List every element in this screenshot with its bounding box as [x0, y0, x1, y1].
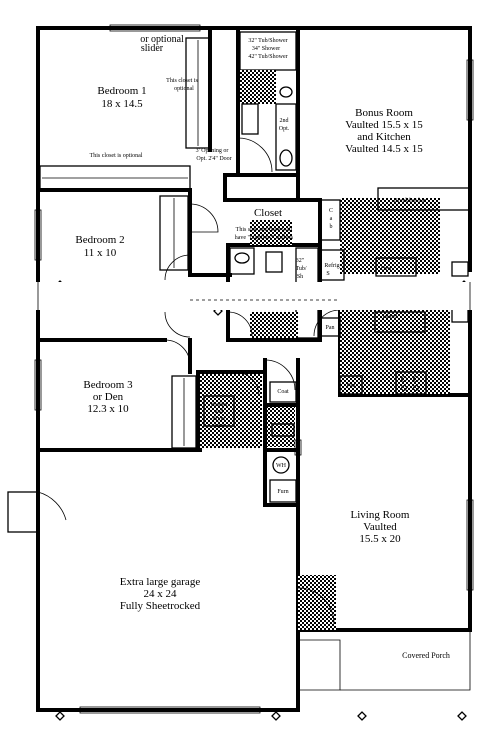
note-washer-3: dryer	[213, 416, 226, 422]
lower-bathroom	[229, 220, 319, 339]
door-swing-icon	[7, 137, 341, 625]
bonus-line-3: and Kitchen	[357, 131, 411, 143]
closet-name: Closet	[254, 207, 282, 219]
note-oven: Ovn	[381, 266, 391, 272]
note-coat: Coat	[277, 389, 289, 395]
porch-lines	[298, 630, 471, 691]
bedroom2-size: 11 x 10	[84, 247, 117, 259]
toilet-icon	[265, 251, 283, 273]
porch-name: Covered Porch	[402, 651, 450, 660]
note-island: Island	[383, 314, 398, 320]
note-wh: WH	[276, 463, 287, 469]
note-optional-slider-2: slider	[141, 43, 164, 54]
bonus-line-4: Vaulted 14.5 x 15	[345, 143, 423, 155]
note-refrig-1: Refrig	[324, 262, 339, 269]
note-tub-1: 32" Tub/Shower	[248, 38, 287, 44]
bedroom3-name: Bedroom 3	[83, 379, 133, 391]
note-pan-1: Pan	[326, 325, 335, 331]
bedroom3-size: 12.3 x 10	[87, 403, 129, 415]
entry-tile	[298, 575, 336, 630]
utility-room	[269, 456, 297, 503]
note-furn: Furn	[277, 489, 288, 495]
upper-bathroom	[239, 31, 297, 171]
note-refrig-2: S	[326, 271, 329, 277]
note-highflow-2: have "highflow" shelves	[235, 234, 294, 241]
windows	[34, 24, 474, 714]
note-tub32-2: Tub/	[295, 266, 306, 272]
note-washer-4: area	[214, 423, 224, 429]
note-closet-optional-b: optional	[174, 86, 194, 92]
bedroom2-closet	[159, 195, 189, 271]
bedroom2-name: Bedroom 2	[75, 234, 124, 246]
bonus-line-1: Bonus Room	[355, 107, 413, 119]
note-cab-1: C	[329, 208, 333, 214]
note-second-opt-1: 2nd	[280, 118, 289, 124]
page-break-band	[0, 282, 490, 310]
note-second-opt-2: Opt.	[279, 126, 290, 132]
note-optional-slider-1: or optional	[140, 34, 184, 45]
note-opening-2: Opt. 2'4" Door	[196, 156, 231, 162]
laundry-area	[200, 374, 297, 448]
range-icon	[395, 371, 427, 395]
bedroom1-name: Bedroom 1	[97, 85, 146, 97]
note-pan-2: Pan	[347, 383, 356, 389]
toilet-icon	[279, 149, 293, 167]
sink-icon	[279, 86, 293, 98]
living-line-2: Vaulted	[363, 521, 397, 533]
living-line-1: Living Room	[351, 509, 410, 521]
note-highflow-1: This side and back wall	[236, 227, 293, 233]
note-cab-3: b	[330, 224, 333, 230]
garage-line-1: Extra large garage	[120, 576, 201, 588]
water-heater-icon	[272, 456, 290, 474]
note-tub32-1: 32"	[296, 258, 305, 264]
kitchen	[319, 187, 471, 395]
note-closet-optional-2: This closet is optional	[90, 153, 143, 159]
bedroom3-name-2: or Den	[93, 391, 124, 403]
note-breakfast-bar: Breakfast bar	[394, 197, 426, 204]
bedroom3-closet	[171, 375, 197, 449]
bedroom1-closets	[39, 37, 211, 191]
garage-line-3: Fully Sheetrocked	[120, 600, 201, 612]
note-tub32-3: Sh	[297, 274, 303, 280]
sink-icon	[234, 252, 250, 264]
bedroom1-size: 18 x 14.5	[101, 98, 143, 110]
note-washer-2: and	[215, 409, 224, 415]
garage-line-2: 24 x 24	[144, 588, 178, 600]
note-cab-2: a	[330, 216, 333, 222]
note-closet-optional-a: This closet is	[166, 78, 198, 84]
note-tub-2: 34" Shower	[252, 46, 280, 52]
living-line-3: 15.5 x 20	[359, 533, 401, 545]
note-tub-3: 42" Tub/Shower	[248, 54, 287, 60]
note-opening-1: 3' Opening or	[196, 148, 229, 154]
note-washer-1: Washer	[210, 402, 228, 408]
bonus-line-2: Vaulted 15.5 x 15	[345, 119, 423, 131]
